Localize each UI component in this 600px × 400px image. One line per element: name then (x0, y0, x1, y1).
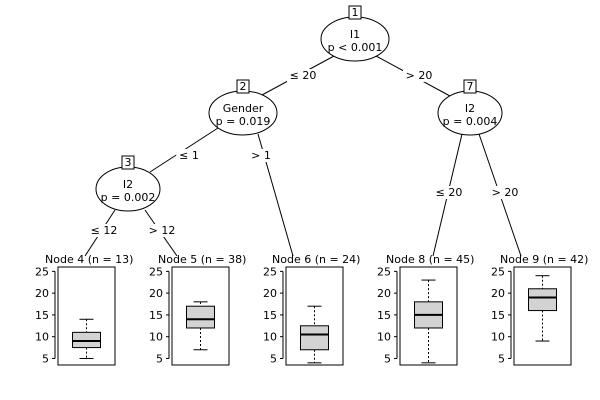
edge-label-7-9: > 20 (492, 186, 519, 199)
terminal-node-9-y-tick-label-15: 15 (491, 309, 505, 322)
terminal-node-6-box (300, 325, 329, 351)
node-1-variable: I1 (350, 28, 360, 41)
terminal-node-8: Node 8 (n = 45) 5 10 15 20 25 (377, 253, 474, 366)
node-3-id-box (121, 155, 135, 170)
edge-label-bg-1-7 (403, 69, 435, 82)
terminal-node-8-y-tick-label-20: 20 (377, 287, 391, 300)
terminal-node-4-y-tick-label-10: 10 (35, 331, 49, 344)
node-2-id: 2 (240, 80, 247, 93)
terminal-node-6-label: Node 6 (n = 24) (272, 253, 360, 266)
node-1-p-value: p < 0.001 (328, 41, 383, 54)
edge-label-bg-2-3 (176, 149, 202, 162)
terminal-node-5-y-tick-label-15: 15 (149, 309, 163, 322)
edge-label-bg-1-2 (287, 69, 319, 82)
edge-label-1-7: > 20 (406, 69, 433, 82)
terminal-node-9: Node 9 (n = 42) 5 10 15 20 25 (491, 253, 588, 366)
terminal-node-4-y-tick-label-15: 15 (35, 309, 49, 322)
node-3-variable: I2 (123, 178, 133, 191)
terminal-node-9-y-tick-label-25: 25 (491, 265, 505, 278)
edge-label-bg-2-6 (248, 149, 274, 162)
terminal-node-5-y-tick-label-25: 25 (149, 265, 163, 278)
terminal-node-9-box (528, 288, 557, 312)
terminal-node-6-y-tick-label-5: 5 (270, 352, 277, 365)
node-2-id-box (236, 79, 250, 94)
edge-label-bg-3-5 (146, 224, 178, 237)
terminal-node-8-y-tick-label-10: 10 (377, 331, 391, 344)
terminal-node-6-y-tick-label-10: 10 (263, 331, 277, 344)
node-3-p-value: p = 0.002 (101, 191, 156, 204)
node-3-id: 3 (125, 156, 132, 169)
terminal-node-5-y-tick-label-10: 10 (149, 331, 163, 344)
terminal-node-4-label: Node 4 (n = 13) (45, 253, 133, 266)
edge-label-7-8: ≤ 20 (436, 186, 463, 199)
terminal-node-5-y-tick-label-20: 20 (149, 287, 163, 300)
node-7-p-value: p = 0.004 (443, 115, 498, 128)
edge-label-2-3: ≤ 1 (179, 149, 199, 162)
edges-layer: ≤ 20 > 20 ≤ 1 > 1 ≤ 12 > 12 ≤ 20 > 20 (84, 55, 522, 257)
edge-label-1-2: ≤ 20 (290, 69, 317, 82)
edge-label-bg-3-4 (88, 224, 120, 237)
terminal-node-5: Node 5 (n = 38) 5 10 15 20 25 (149, 253, 246, 366)
edge-label-3-5: > 12 (149, 224, 176, 237)
terminal-node-4-y-tick-label-20: 20 (35, 287, 49, 300)
terminal-node-5-y-tick-label-5: 5 (156, 352, 163, 365)
terminal-node-4-box (72, 331, 101, 349)
node-7-variable: I2 (465, 102, 475, 115)
node-7-id-box (463, 79, 477, 94)
terminal-node-8-y-tick-label-25: 25 (377, 265, 391, 278)
terminal-node-5-label: Node 5 (n = 38) (158, 253, 246, 266)
terminal-node-8-y-tick-label-15: 15 (377, 309, 391, 322)
terminal-node-4-panel (57, 266, 116, 366)
node-1-id-box (348, 5, 362, 20)
terminal-node-6-y-tick-label-15: 15 (263, 309, 277, 322)
terminal-node-4-y-tick-label-25: 25 (35, 265, 49, 278)
terminal-node-9-y-tick-label-10: 10 (491, 331, 505, 344)
node-2-variable: Gender (223, 102, 264, 115)
node-2-p-value: p = 0.019 (216, 115, 271, 128)
edge-label-3-4: ≤ 12 (91, 224, 118, 237)
edge-label-2-6: > 1 (251, 149, 271, 162)
terminal-node-4: Node 4 (n = 13) 5 10 15 20 25 (35, 253, 133, 366)
node-1-id: 1 (352, 6, 359, 19)
terminal-node-5-box (186, 305, 215, 329)
terminal-node-6-y-tick-label-20: 20 (263, 287, 277, 300)
terminal-node-6-y-tick-label-25: 25 (263, 265, 277, 278)
terminal-node-9-y-tick-label-20: 20 (491, 287, 505, 300)
terminal-node-6: Node 6 (n = 24) 5 10 15 20 25 (263, 253, 360, 366)
edge-label-bg-7-8 (433, 186, 465, 199)
node-7-id: 7 (467, 80, 474, 93)
terminal-node-8-y-tick-label-5: 5 (384, 352, 391, 365)
terminal-node-8-label: Node 8 (n = 45) (386, 253, 474, 266)
terminal-node-9-label: Node 9 (n = 42) (500, 253, 588, 266)
terminal-node-4-y-tick-label-5: 5 (42, 352, 49, 365)
terminal-node-9-y-tick-label-5: 5 (498, 352, 505, 365)
edge-label-bg-7-9 (489, 186, 521, 199)
